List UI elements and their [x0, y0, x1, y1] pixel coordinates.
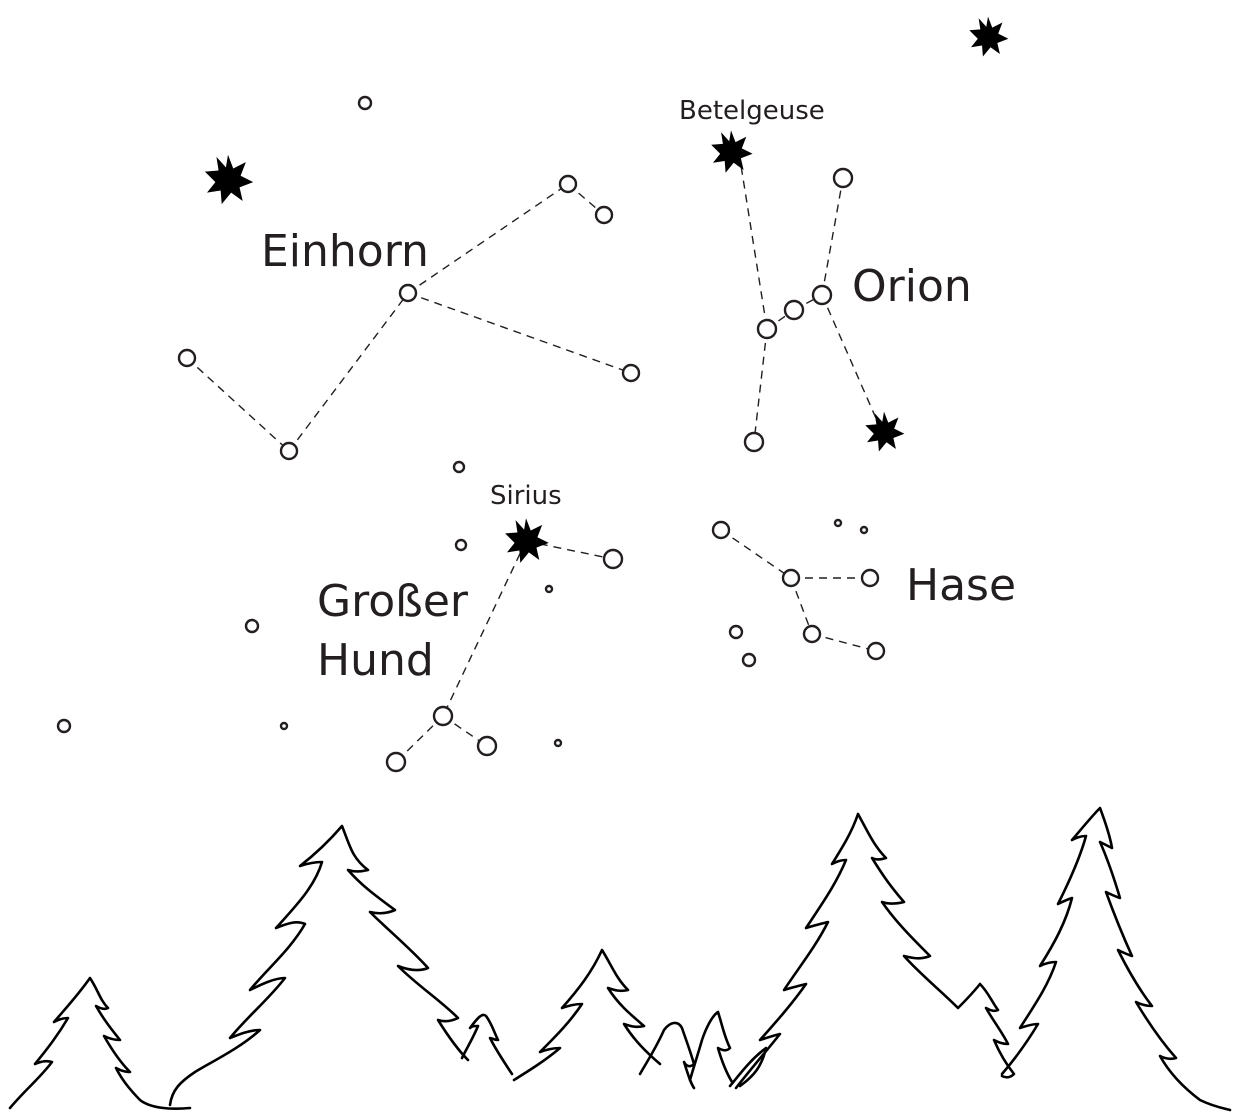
- star: [555, 740, 561, 746]
- star: [868, 643, 884, 659]
- einhorn-lines: [187, 184, 631, 451]
- star: [454, 462, 464, 472]
- rigel-star: [865, 412, 904, 452]
- star: [281, 723, 287, 729]
- grosser-hund-label-line1: Großer: [317, 576, 469, 627]
- star: [834, 169, 852, 187]
- star: [713, 522, 729, 538]
- star: [58, 720, 70, 732]
- bright-star: [969, 17, 1008, 57]
- star: [281, 443, 297, 459]
- bright-star: [205, 155, 253, 204]
- star: [730, 626, 742, 638]
- star: [359, 97, 371, 109]
- star: [785, 301, 803, 319]
- star: [246, 620, 258, 632]
- star: [835, 520, 841, 526]
- hase-label: Hase: [906, 560, 1016, 611]
- star: [596, 207, 612, 223]
- star: [623, 365, 639, 381]
- star: [546, 586, 552, 592]
- star: [804, 626, 820, 642]
- star: [179, 350, 195, 366]
- star: [456, 540, 466, 550]
- hase-lines: [721, 530, 876, 651]
- betelgeuse-star: [711, 130, 752, 172]
- sirius-label: Sirius: [490, 481, 562, 511]
- einhorn-label: Einhorn: [261, 226, 429, 277]
- forest-silhouette: [10, 808, 1230, 1110]
- star: [387, 753, 405, 771]
- star: [400, 285, 416, 301]
- star: [783, 570, 799, 586]
- star: [604, 550, 622, 568]
- grosser-hund-label-line2: Hund: [317, 635, 434, 686]
- betelgeuse-label: Betelgeuse: [679, 96, 825, 126]
- star: [745, 433, 763, 451]
- star: [758, 320, 776, 338]
- star: [478, 737, 496, 755]
- star: [862, 570, 878, 586]
- star: [743, 654, 755, 666]
- orion-label: Orion: [852, 261, 972, 312]
- star: [434, 707, 452, 725]
- stars: [58, 97, 884, 771]
- star: [560, 176, 576, 192]
- sirius-star: [505, 518, 549, 563]
- star: [861, 527, 867, 533]
- star: [813, 286, 831, 304]
